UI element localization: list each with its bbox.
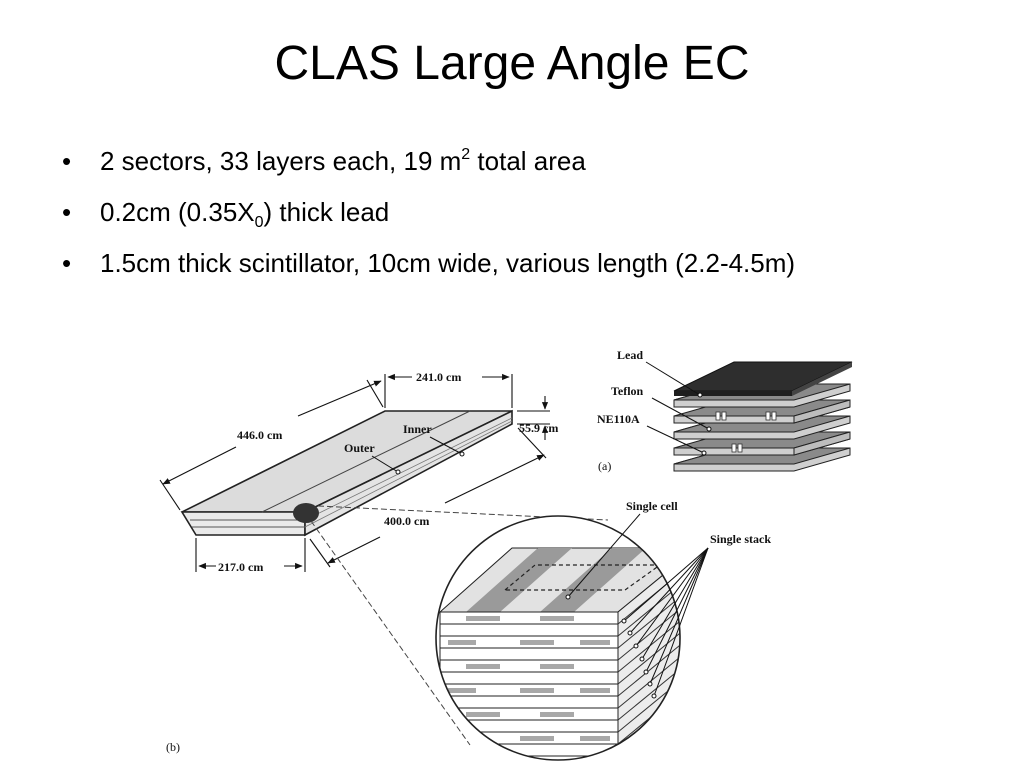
- outer-label: Outer: [344, 441, 375, 455]
- teflon-label: Teflon: [611, 384, 644, 398]
- dim-height-label: 55.9 cm: [519, 421, 558, 435]
- bullet-text: 2 sectors, 33 layers each, 19 m: [100, 146, 462, 176]
- stack-detail-zoom: [436, 516, 680, 760]
- single-cell-label: Single cell: [626, 499, 678, 513]
- bullet-text: total area: [470, 146, 586, 176]
- caption-b: (b): [166, 740, 180, 754]
- bullet-list: 2 sectors, 33 layers each, 19 m2 total a…: [60, 144, 940, 297]
- dim-long-label: 446.0 cm: [237, 428, 282, 442]
- bullet-superscript: 2: [461, 146, 471, 163]
- dim-bottom-short-label: 217.0 cm: [218, 560, 263, 574]
- bullet-text: ) thick lead: [263, 197, 390, 227]
- zoom-circle-outline: [435, 515, 681, 761]
- dim-bottom-long-label: 400.0 cm: [384, 514, 429, 528]
- bullet-item-scintillator: 1.5cm thick scintillator, 10cm wide, var…: [60, 246, 940, 280]
- inner-label: Inner: [403, 422, 432, 436]
- module-dimensions: [159, 373, 550, 572]
- caption-a: (a): [598, 459, 611, 473]
- bullet-item-sectors: 2 sectors, 33 layers each, 19 m2 total a…: [60, 144, 940, 178]
- module-drawing: [180, 409, 513, 537]
- single-stack-label: Single stack: [710, 532, 771, 546]
- bullet-text: 0.2cm (0.35X: [100, 197, 255, 227]
- cell-highlight-marker: [293, 503, 319, 523]
- single-stack-leaders: [623, 547, 709, 697]
- ne110a-label: NE110A: [597, 412, 640, 426]
- bullet-item-lead: 0.2cm (0.35X0) thick lead: [60, 195, 940, 231]
- slide-title: CLAS Large Angle EC: [274, 37, 750, 90]
- bullet-text: 1.5cm thick scintillator, 10cm wide, var…: [100, 248, 796, 278]
- lead-label: Lead: [617, 348, 643, 362]
- dim-top-label: 241.0 cm: [416, 370, 461, 384]
- bullet-subscript: 0: [254, 214, 264, 231]
- layer-stack-inset: [673, 361, 853, 472]
